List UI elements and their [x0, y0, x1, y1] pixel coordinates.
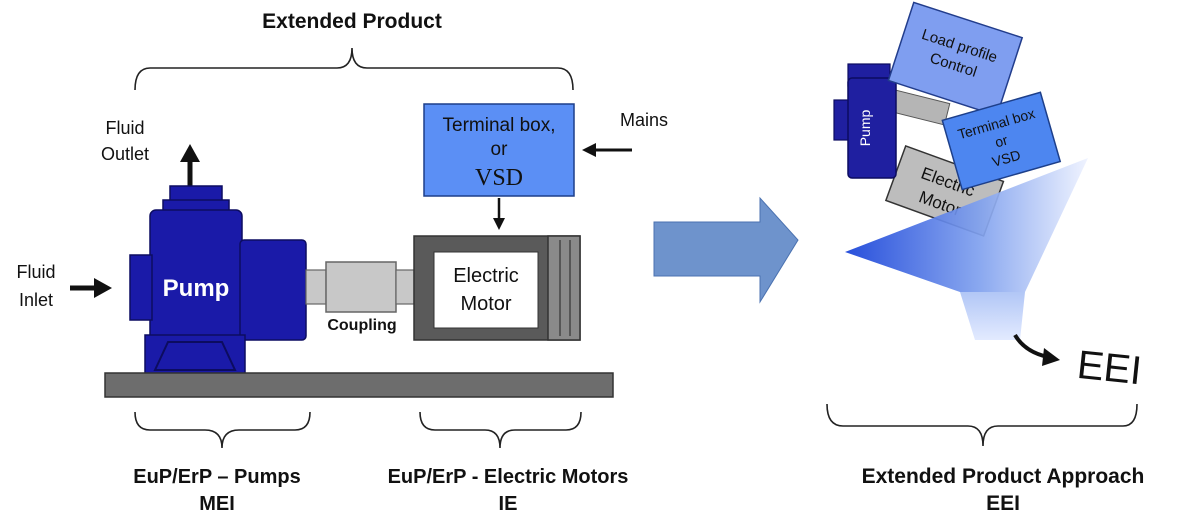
motor-label-2: Motor: [460, 293, 511, 315]
fluid-outlet-arrow: [180, 144, 200, 186]
fluid-inlet-label-1: Fluid: [16, 262, 55, 282]
motors-brace: [419, 411, 582, 449]
pump-shaft: [305, 269, 327, 305]
fluid-outlet-label-1: Fluid: [105, 118, 144, 138]
eei-result-label: EEI: [1075, 343, 1144, 393]
terminal-label-1: Terminal box,: [443, 115, 556, 136]
coupling: [325, 261, 397, 313]
motors-metric-label: IE: [499, 493, 518, 515]
terminal-label-2: or: [491, 139, 509, 160]
motors-regulation-label: EuP/ErP - Electric Motors: [388, 466, 629, 488]
approach-brace: [826, 403, 1138, 447]
fluid-outlet-label-2: Outlet: [101, 144, 149, 164]
extended-product-title: Extended Product: [262, 10, 442, 33]
extended-product-brace: [134, 47, 574, 91]
funnel: [845, 158, 1088, 340]
terminal-to-motor-arrow: [493, 198, 505, 230]
approach-pump: Pump: [833, 63, 897, 179]
pumps-regulation-label: EuP/ErP – Pumps: [133, 466, 300, 488]
coupling-label: Coupling: [327, 317, 396, 334]
motor-label-1: Electric: [453, 265, 519, 287]
approach-caption-2: EEI: [986, 492, 1020, 515]
fluid-inlet-label-2: Inlet: [19, 290, 53, 310]
mains-arrow: [582, 143, 632, 157]
transition-arrow: [653, 196, 799, 304]
terminal-label-3: VSD: [475, 165, 523, 191]
motor-shaft: [395, 269, 415, 305]
output-arrow: [1013, 333, 1060, 366]
approach-pump-label: Pump: [857, 110, 873, 147]
base-plate: [104, 372, 614, 398]
approach-terminal-label-2: or: [993, 131, 1010, 150]
pumps-metric-label: MEI: [199, 493, 235, 515]
pumps-brace: [134, 411, 311, 449]
electric-motor: [413, 235, 581, 341]
terminal-box: [423, 103, 575, 197]
load-profile-box: Load profile Control: [887, 1, 1024, 117]
pump-label: Pump: [163, 275, 230, 302]
approach-terminal-box: Terminal box or VSD: [941, 91, 1062, 191]
pump-body: [129, 185, 307, 376]
fluid-inlet-arrow: [70, 278, 112, 298]
approach-terminal-label-3: VSD: [990, 147, 1022, 170]
mains-label: Mains: [620, 110, 668, 130]
approach-caption-1: Extended Product Approach: [862, 465, 1145, 488]
